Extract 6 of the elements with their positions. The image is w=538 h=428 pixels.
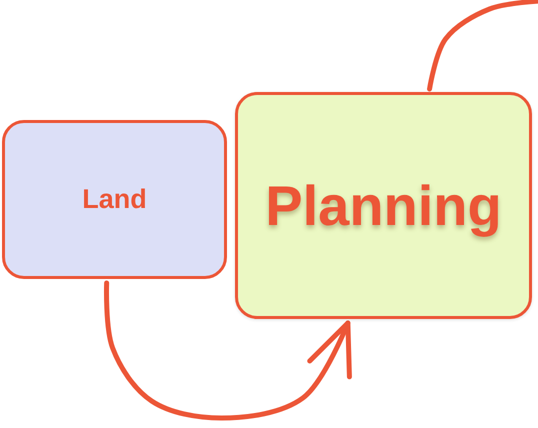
process-box [235,92,532,319]
process-box [2,120,227,279]
curved-line [427,0,538,92]
curved-arrow [104,280,352,420]
box-label: Land [82,184,147,214]
box-label: Planning [265,174,502,236]
